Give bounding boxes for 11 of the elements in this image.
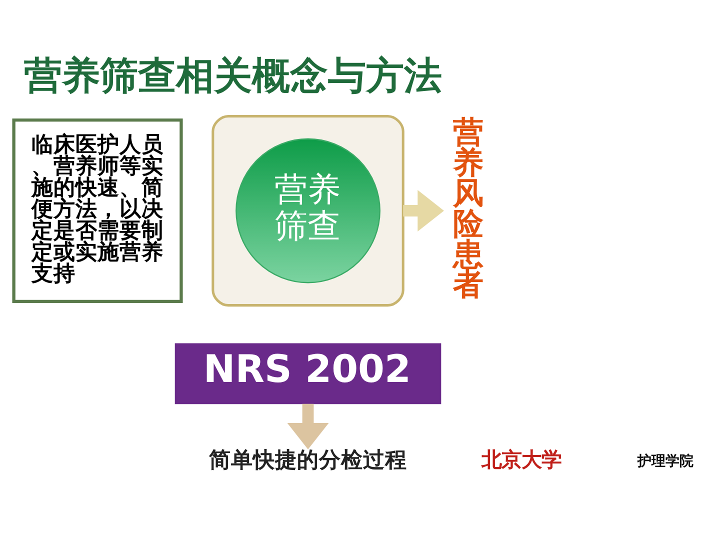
arrow — [287, 404, 329, 450]
cluster — [212, 114, 404, 307]
diagram-title: 营养筛查相关概念与方法 — [24, 53, 442, 98]
node-box: 临床医护人员、营养师等实施的快速、简便方法，以决定是否需要制定或实施营养支持 — [12, 118, 183, 304]
arrow — [403, 190, 444, 232]
node-circle: 营养筛查 — [236, 138, 380, 284]
node-box: NRS 2002 — [174, 343, 442, 404]
label: 北京大学 — [482, 448, 562, 472]
node-text: 营养风险患者 — [453, 116, 484, 303]
label: 护理学院 — [638, 453, 694, 470]
node-text: 简单快捷的分检过程 — [209, 448, 408, 474]
